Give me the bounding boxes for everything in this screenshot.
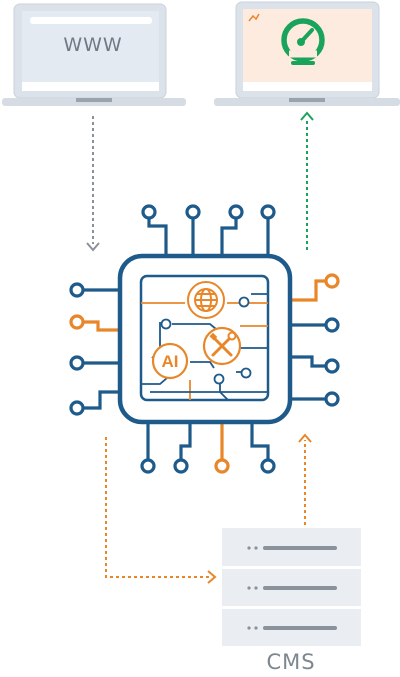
browser-url-bar — [30, 17, 152, 24]
globe-icon — [187, 281, 225, 319]
ai-badge: AI — [151, 342, 189, 380]
website-laptop: WWW — [2, 3, 186, 106]
cms-server-stack: CMS — [222, 528, 361, 674]
request-arrow-head — [86, 242, 100, 252]
cms-input-arrow-head — [207, 570, 217, 584]
server-unit — [222, 528, 361, 566]
delivery-arrow-head — [300, 111, 314, 121]
cms-output-arrow-head — [298, 433, 312, 443]
server-unit — [222, 609, 361, 646]
server-unit — [222, 569, 361, 606]
cms-label: CMS — [266, 650, 315, 674]
trend-icon — [248, 13, 260, 22]
website-label: WWW — [63, 34, 122, 56]
speedometer-icon — [281, 18, 325, 65]
tools-icon — [202, 326, 242, 366]
chip-pins — [81, 216, 328, 462]
chip-circuit-nodes — [160, 296, 252, 385]
cms-input-arrow — [105, 437, 212, 578]
ai-chip: AI — [117, 253, 293, 425]
performance-laptop — [214, 1, 400, 106]
ai-label: AI — [162, 352, 179, 371]
chip-pin-terminals — [69, 204, 340, 474]
